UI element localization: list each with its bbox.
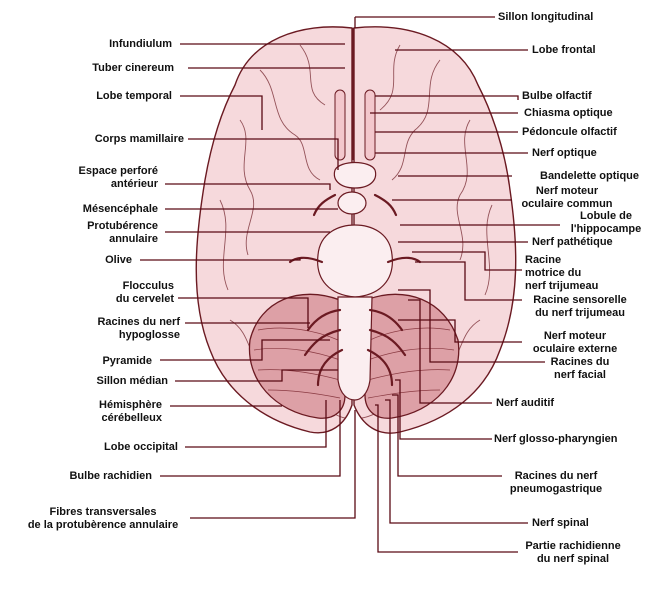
label-lobe-occipital: Lobe occipital [104, 441, 178, 453]
label-bandelette-optique: Bandelette optique [540, 170, 640, 182]
label-sillon-median: Sillon médian [96, 375, 168, 387]
label-lobe-frontal: Lobe frontal [532, 44, 596, 56]
label-hemisphere-cerebelleux: Hémisphère cérébelleux [99, 399, 162, 424]
label-nerf-optique: Nerf optique [532, 147, 597, 159]
label-lobe-temporal: Lobe temporal [96, 90, 172, 102]
label-lobule-hippocampe: Lobule de l'hippocampe [570, 210, 642, 235]
label-bulbe-olfactif: Bulbe olfactif [522, 90, 592, 102]
label-racine-motrice: Racine motrice du nerf trijumeau [525, 254, 599, 292]
label-nerf-spinal: Nerf spinal [532, 517, 589, 529]
mamillary-body [337, 191, 367, 215]
label-mesencephale: Mésencéphale [82, 203, 158, 215]
label-tuber-cinereum: Tuber cinereum [92, 62, 174, 74]
label-partie-rachidienne: Partie rachidienne du nerf spinal [525, 540, 621, 565]
label-flocculus: Flocculus du cervelet [115, 280, 174, 305]
label-racines-nerf-facial: Racines du nerf facial [550, 356, 610, 381]
label-infundibulum: Infundiulum [109, 38, 172, 50]
label-racines-pneumogastrique: Racines du nerf pneumogastrique [509, 470, 603, 495]
label-nerf-glosso-pharyngien: Nerf glosso-pharyngien [494, 433, 618, 445]
brainstem [317, 161, 393, 401]
label-pyramide: Pyramide [102, 355, 152, 367]
optic-chiasm [333, 161, 377, 189]
label-bulbe-rachidien: Bulbe rachidien [69, 470, 152, 482]
leader-lines-right [370, 49, 560, 553]
cerebellum-right [364, 293, 460, 419]
label-chiasma-optique: Chiasma optique [524, 107, 613, 119]
label-nerf-moteur-oculaire-externe: Nerf moteur oculaire externe [532, 330, 618, 355]
cerebellum [248, 293, 460, 419]
pons [317, 224, 393, 298]
cranial-nerves [288, 193, 422, 387]
medulla [337, 296, 373, 401]
label-pedoncule-olfactif: Pédoncule olfactif [522, 126, 617, 138]
label-protuberance: Protubérence annulaire [87, 220, 158, 245]
label-sillon-longitudinal: Sillon longitudinal [498, 11, 594, 23]
label-fibres-transversales: Fibres transversales de la protubèrence … [27, 506, 179, 531]
label-racine-sensorelle: Racine sensorelle du nerf trijumeau [533, 294, 627, 319]
label-nerf-auditif: Nerf auditif [496, 397, 555, 409]
cerebellum-folia [253, 327, 455, 399]
label-racines-hypoglosse: Racines du nerf hypoglosse [97, 316, 180, 341]
label-nerf-moteur-oculaire-commun: Nerf moteur oculaire commun [521, 185, 613, 210]
label-nerf-pathetique: Nerf pathétique [532, 236, 613, 248]
label-olive: Olive [105, 254, 132, 266]
leader-lines [140, 16, 495, 519]
label-espace-perfore: Espace perforé antérieur [78, 165, 158, 190]
label-corps-mamillaire: Corps mamillaire [94, 133, 184, 145]
